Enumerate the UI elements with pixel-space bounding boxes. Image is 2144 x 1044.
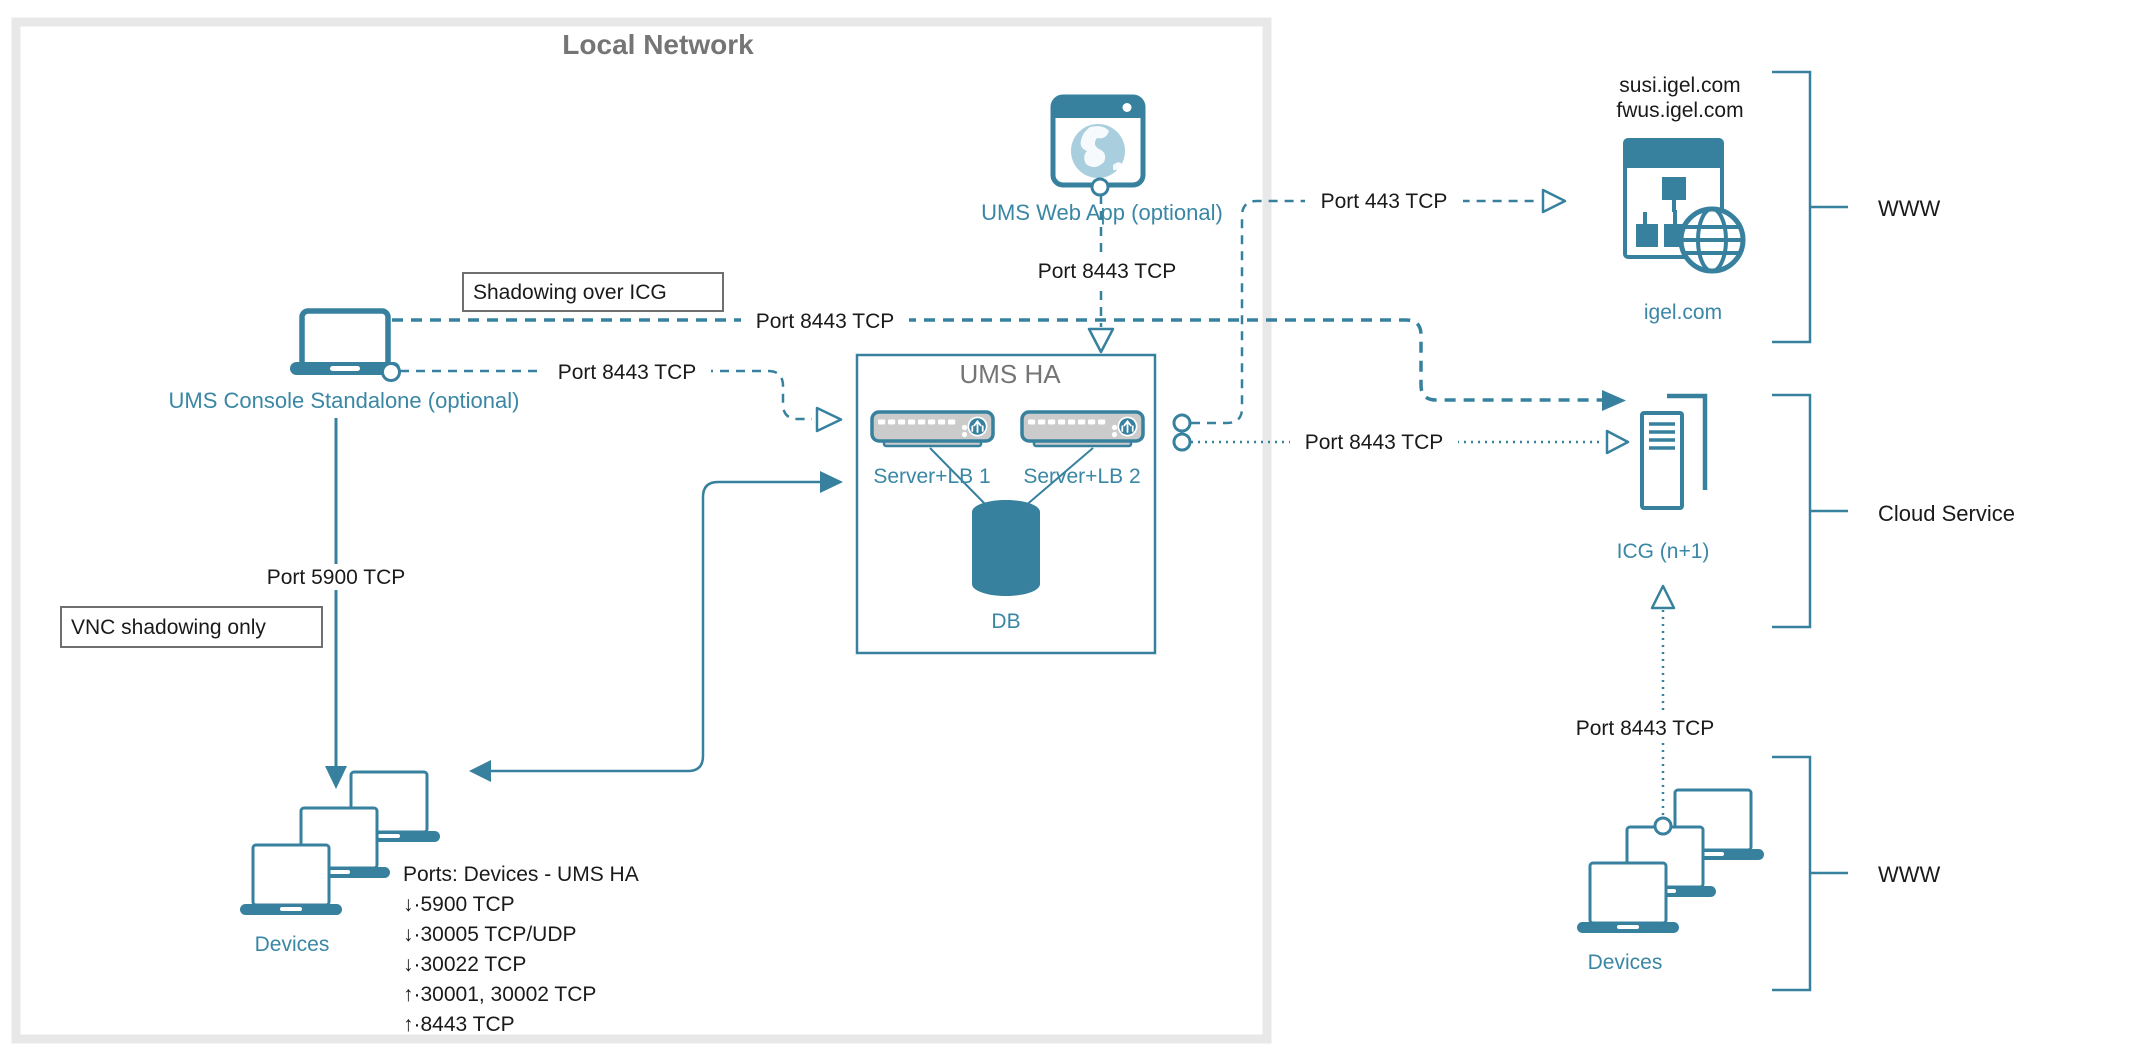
igel-domain-fwus: fwus.igel.com (1616, 99, 1744, 122)
port-label-ums-igel: Port 443 TCP (1305, 188, 1463, 214)
server-lb2-label: Server+LB 2 (1023, 465, 1141, 488)
arrow-filled-right-umsha (820, 471, 843, 493)
line-ums-to-igel (1191, 199, 1540, 425)
ums-web-app-icon (1050, 94, 1146, 188)
arrow-open-right-ums (815, 406, 843, 433)
ports-list-item: ↓·30005 TCP/UDP (403, 923, 577, 946)
local-network-box (11, 17, 1272, 1044)
devices-cloud-icon (1575, 788, 1766, 935)
ums-ha-title: UMS HA (959, 359, 1061, 389)
db-label: DB (991, 610, 1021, 633)
shadowing-over-icg-note: Shadowing over ICG (462, 272, 724, 312)
line-devices-to-ums (491, 480, 820, 773)
line-console-to-ums (400, 369, 812, 421)
port-label-devices-icg: Port 8443 TCP (1561, 715, 1729, 741)
bracket-www-top (1772, 70, 1848, 344)
local-network-title: Local Network (562, 29, 754, 60)
arrow-open-down-ums (1087, 327, 1115, 354)
line-console-to-icg (392, 318, 1602, 402)
www-top-label: WWW (1878, 196, 1941, 221)
icg-icon (1640, 393, 1708, 510)
server-port-circle-bottom (1172, 432, 1192, 452)
server-lb1-label: Server+LB 1 (873, 465, 991, 488)
ums-console-label: UMS Console Standalone (optional) (168, 388, 520, 413)
port-label-webapp-ums: Port 8443 TCP (1023, 258, 1191, 284)
arrow-open-up-icg (1650, 584, 1676, 610)
ports-list-item: ↑·8443 TCP (403, 1013, 515, 1036)
arrow-open-right-icg-dotted (1605, 429, 1630, 455)
cloud-service-label: Cloud Service (1878, 501, 2015, 526)
igel-com-label: igel.com (1643, 301, 1723, 324)
ports-list-item: ↑·30001, 30002 TCP (403, 983, 597, 1006)
port-label-ums-icg: Port 8443 TCP (1290, 429, 1458, 455)
server-port-circle-top (1172, 413, 1192, 433)
vnc-shadowing-note: VNC shadowing only (60, 606, 323, 648)
port-label-console-devices: Port 5900 TCP (252, 564, 420, 590)
www-bottom-label: WWW (1878, 862, 1941, 887)
igel-com-icon (1623, 138, 1746, 274)
connection-lines (334, 195, 1665, 818)
devices-cloud-label: Devices (1587, 951, 1663, 974)
ports-list-item: ↓·30022 TCP (403, 953, 527, 976)
console-port-circle (381, 362, 401, 382)
igel-domains: susi.igel.com fwus.igel.com (1580, 73, 1780, 123)
devices-local-label: Devices (254, 933, 330, 956)
ports-list-item: ↓·5900 TCP (403, 893, 515, 916)
bracket-cloud-service (1772, 393, 1848, 629)
server-db-connectors (929, 447, 1094, 508)
database-icon (972, 500, 1040, 596)
server-lb1-icon (870, 410, 995, 448)
ums-web-app-label: UMS Web App (optional) (981, 200, 1223, 225)
server-lb2-icon (1020, 410, 1145, 448)
arrow-filled-right-icg (1602, 390, 1626, 411)
arrow-filled-left-devices (469, 760, 491, 782)
webapp-port-circle (1090, 177, 1110, 197)
connection-points (381, 177, 1673, 836)
arrow-open-right-igel (1541, 188, 1567, 214)
devices-port-circle (1653, 816, 1673, 836)
ums-console-laptop-icon (290, 308, 400, 375)
ports-list-title: Ports: Devices - UMS HA (403, 863, 639, 886)
igel-domain-susi: susi.igel.com (1619, 74, 1741, 97)
globe-outline-icon (1678, 206, 1746, 274)
ports-list: Ports: Devices - UMS HA ↓·5900 TCP ↓·300… (403, 862, 639, 1042)
arrow-filled-down-devices (325, 766, 347, 789)
group-brackets (1772, 70, 1848, 992)
bracket-www-bottom (1772, 755, 1848, 992)
port-label-console-icg: Port 8443 TCP (741, 308, 909, 334)
arrowheads (325, 188, 1676, 789)
port-label-console-ums: Port 8443 TCP (543, 359, 711, 385)
icg-label: ICG (n+1) (1616, 540, 1710, 563)
